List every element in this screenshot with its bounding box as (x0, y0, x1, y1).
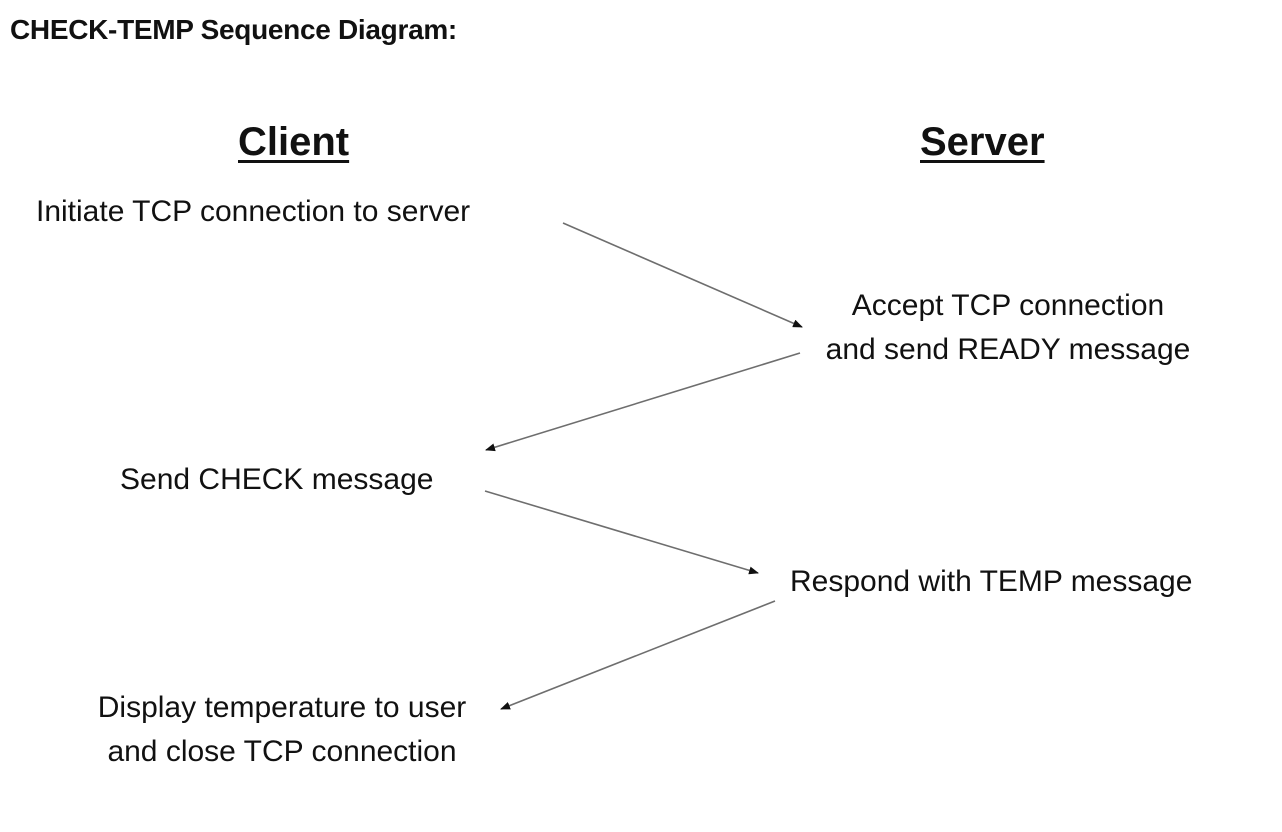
page-title: CHECK-TEMP Sequence Diagram: (10, 14, 457, 45)
step-send-check: Send CHECK message (120, 458, 433, 502)
step-initiate-connection: Initiate TCP connection to server (36, 190, 470, 234)
step-text-line: and close TCP connection (107, 735, 457, 768)
step-text-line: Display temperature to user (97, 691, 467, 724)
step-accept-connection: Accept TCP connection and send READY mes… (808, 284, 1208, 372)
step-text-line: Send CHECK message (120, 463, 434, 496)
client-lane-header: Client (238, 120, 350, 164)
message-arrow-temp (500, 600, 776, 710)
step-respond-temp: Respond with TEMP message (790, 560, 1192, 604)
server-lane-header: Server (920, 120, 1045, 164)
step-text-line: and send READY message (825, 333, 1191, 366)
message-arrow-ready (485, 352, 801, 452)
step-text-line: Respond with TEMP message (790, 565, 1193, 598)
message-arrow-check (484, 490, 759, 575)
step-text-line: Initiate TCP connection to server (36, 195, 471, 228)
step-text-line: Accept TCP connection (851, 289, 1165, 322)
step-display-temperature: Display temperature to user and close TC… (66, 686, 498, 774)
message-arrow-connect (562, 222, 803, 328)
